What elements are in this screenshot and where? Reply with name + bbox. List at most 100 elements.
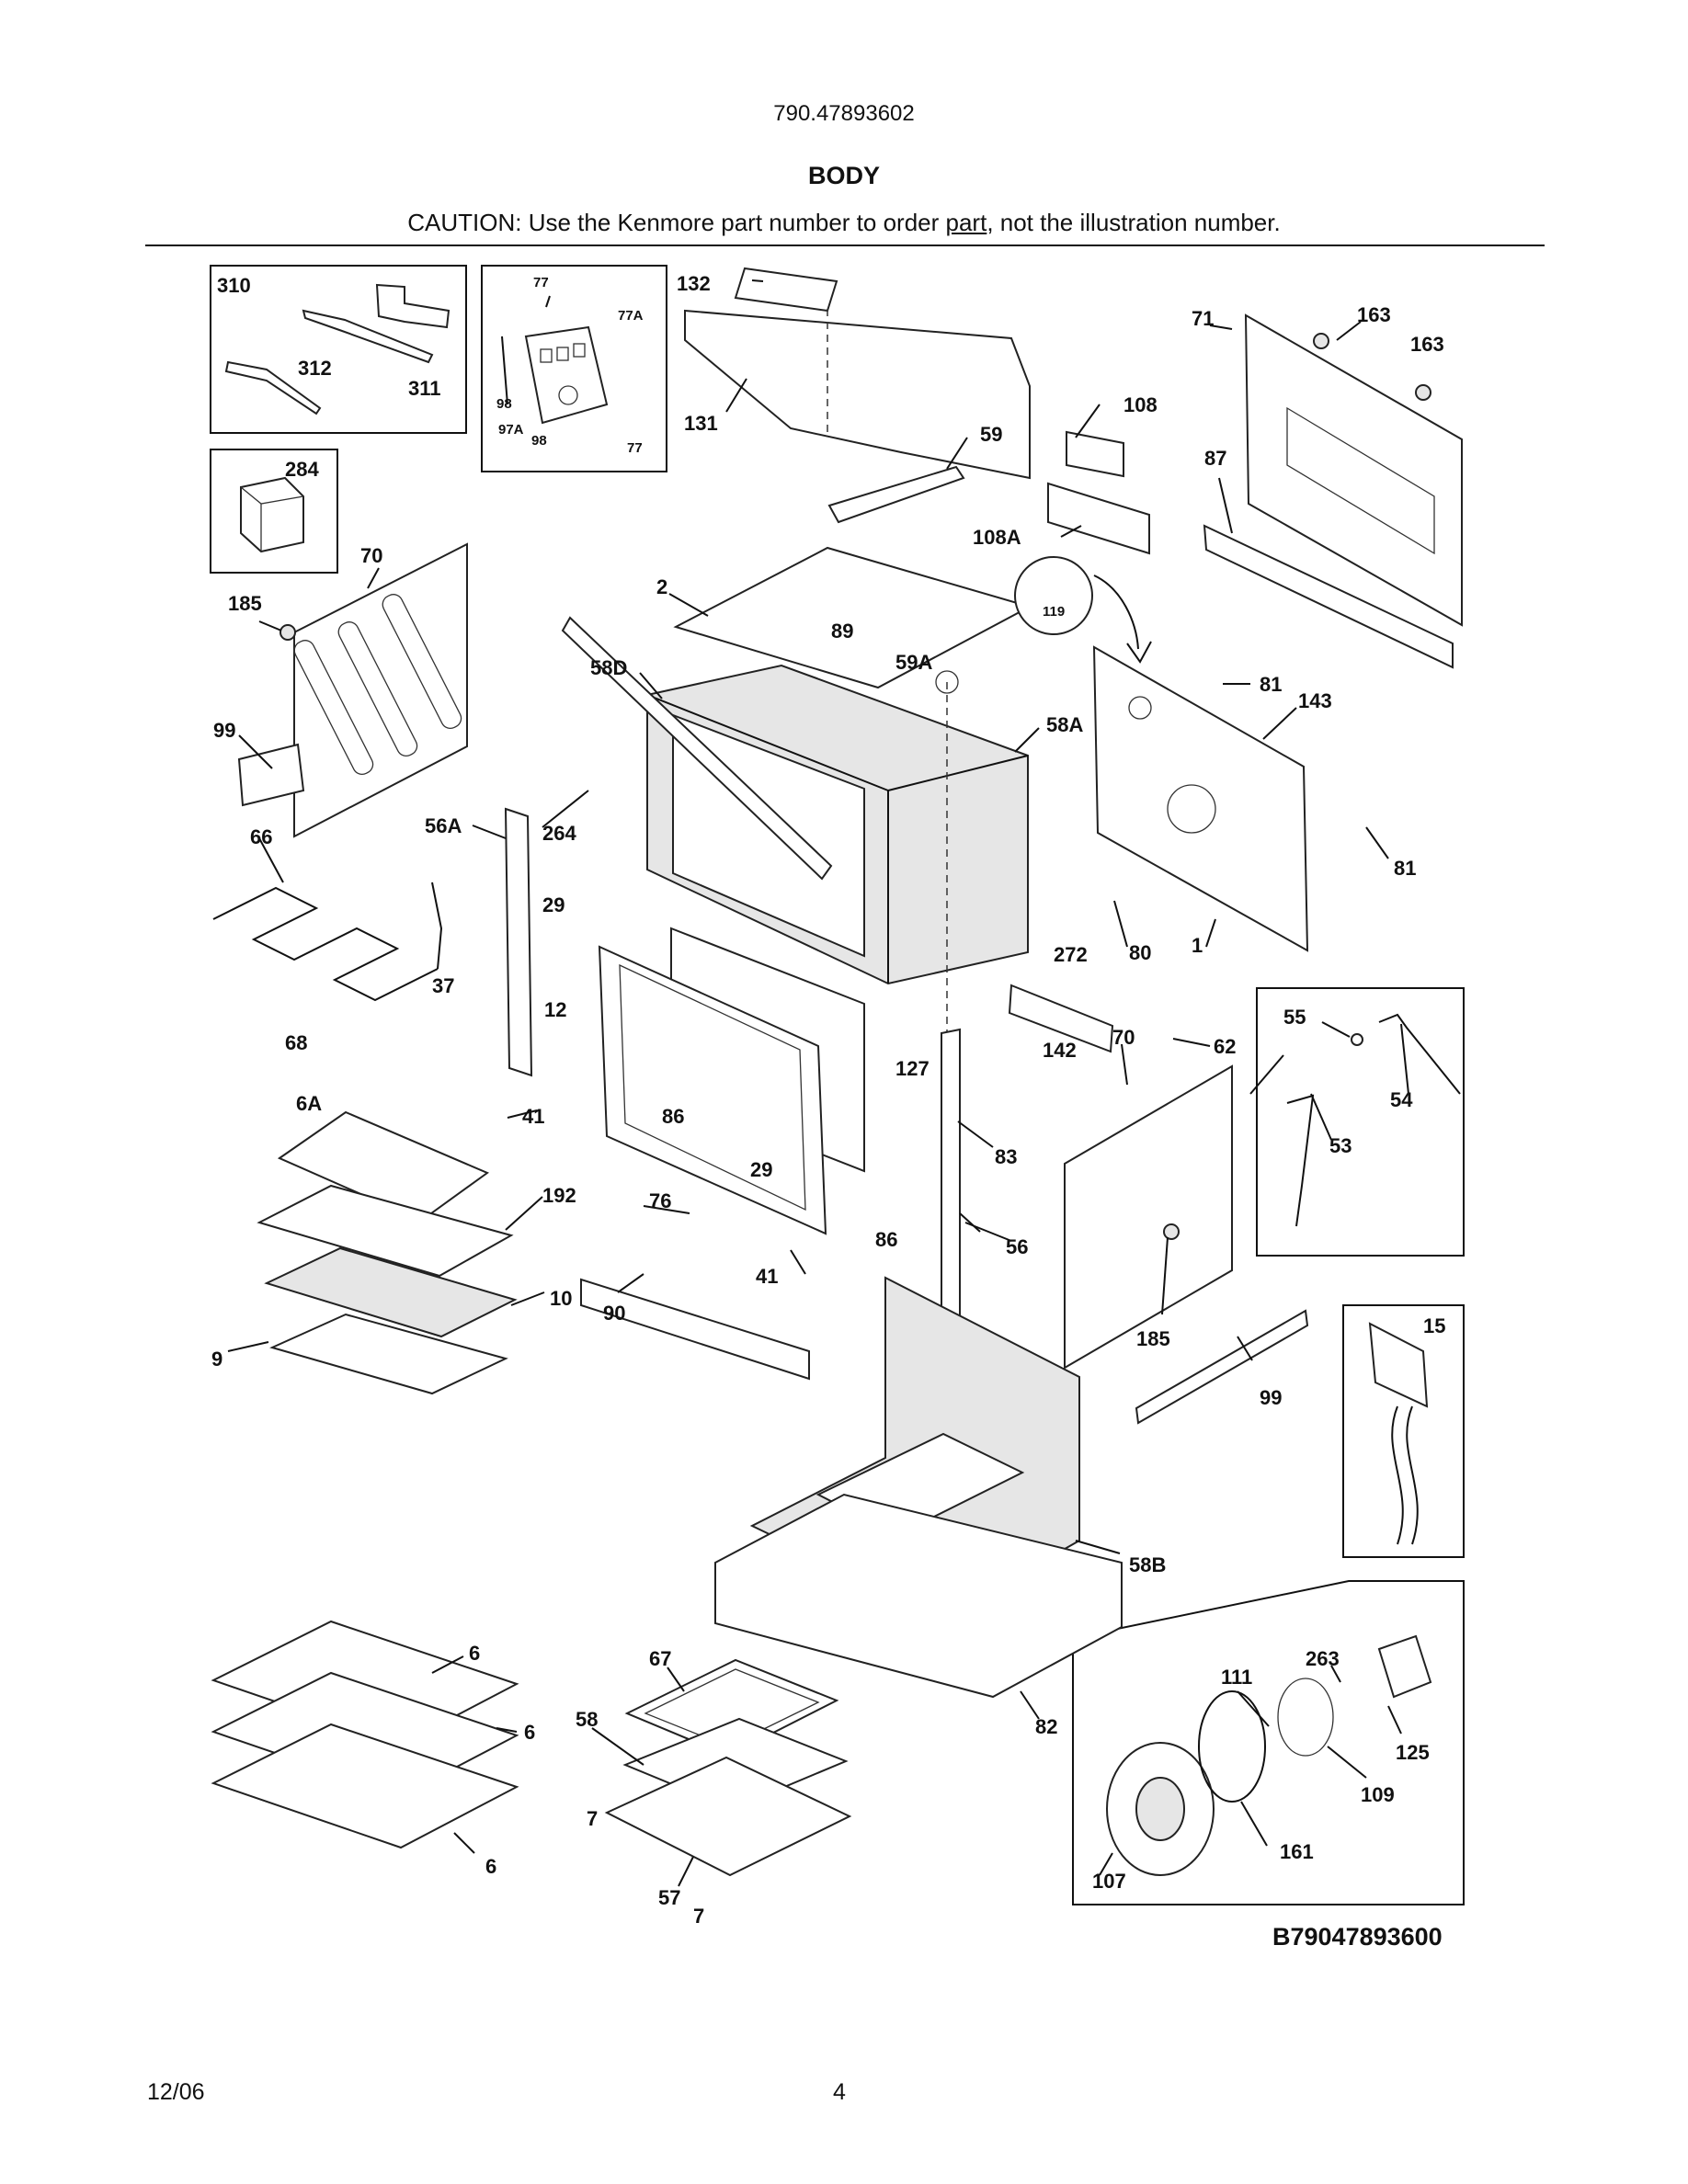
- label-77A: 77A: [618, 308, 644, 324]
- trim-264: [561, 616, 833, 881]
- page-title: BODY: [807, 162, 880, 189]
- inset-box-55: [1256, 987, 1465, 1257]
- label-56: 56: [1006, 1235, 1028, 1258]
- inset-box-fan: [1072, 1580, 1465, 1905]
- frame-76: [598, 945, 827, 1235]
- bracket-142: [1008, 984, 1114, 1053]
- label-127: 127: [895, 1057, 930, 1080]
- label-99: 99: [213, 719, 235, 742]
- duct-59: [827, 465, 965, 524]
- cover-57: [604, 1756, 852, 1877]
- label-263: 263: [1306, 1647, 1340, 1670]
- label-83: 83: [995, 1145, 1017, 1168]
- label-80: 80: [1129, 941, 1151, 964]
- label-163: 163: [1357, 303, 1391, 326]
- label-15: 15: [1423, 1314, 1445, 1337]
- label-284: 284: [285, 458, 319, 481]
- label-185b: 185: [1136, 1327, 1170, 1350]
- label-41b: 41: [756, 1265, 778, 1288]
- label-77: 77: [533, 275, 549, 290]
- label-68: 68: [285, 1031, 307, 1054]
- label-6-top: 6: [469, 1642, 480, 1665]
- part-labels: 310 312 311 77 77A 98 97A 98 77 132 131 …: [211, 272, 1445, 1951]
- label-58A: 58A: [1046, 713, 1083, 736]
- label-54: 54: [1390, 1088, 1413, 1111]
- label-56A: 56A: [425, 814, 462, 837]
- label-81b: 81: [1394, 857, 1416, 880]
- model-number: 790.47893602: [773, 101, 915, 126]
- label-98: 98: [496, 396, 512, 412]
- side-panel-70-left: [293, 542, 468, 838]
- label-29: 29: [542, 893, 565, 916]
- label-90: 90: [603, 1302, 625, 1325]
- caution-note: CAUTION: Use the Kenmore part number to …: [0, 209, 1688, 237]
- label-6-bottom: 6: [485, 1855, 496, 1878]
- label-192: 192: [542, 1184, 576, 1207]
- label-59A: 59A: [895, 651, 932, 674]
- inset-box-15: [1342, 1304, 1465, 1558]
- label-312: 312: [298, 357, 332, 380]
- label-81: 81: [1260, 673, 1282, 696]
- back-panel-1: [1092, 645, 1309, 952]
- label-163b: 163: [1410, 333, 1444, 356]
- label-70: 70: [360, 544, 382, 567]
- caution-part-word: part: [945, 209, 987, 236]
- label-82: 82: [1035, 1715, 1057, 1738]
- side-panel-70-right: [1064, 1064, 1233, 1370]
- label-109: 109: [1361, 1783, 1395, 1806]
- label-37: 37: [432, 974, 454, 997]
- label-161: 161: [1280, 1840, 1314, 1863]
- page-number: 4: [833, 2079, 846, 2105]
- label-55: 55: [1283, 1006, 1306, 1029]
- bottom-panel-82: [714, 1493, 1123, 1699]
- label-66: 66: [250, 825, 272, 848]
- label-57: 57: [658, 1886, 680, 1909]
- caution-text: CAUTION: Use the Kenmore part number to …: [407, 209, 946, 236]
- label-86b: 86: [875, 1228, 897, 1251]
- broil-pan-192: [257, 1184, 514, 1278]
- inset-box-284: [210, 449, 338, 574]
- label-10: 10: [550, 1287, 572, 1310]
- rack-6-bottom: [211, 1723, 519, 1849]
- label-125: 125: [1396, 1741, 1430, 1764]
- label-71: 71: [1192, 307, 1214, 330]
- top-plate-2: [673, 546, 1032, 689]
- rail-56A: [504, 807, 533, 1077]
- label-6A: 6A: [296, 1092, 322, 1115]
- grid-10: [264, 1246, 518, 1338]
- label-108A: 108A: [973, 526, 1021, 549]
- leader-lines: [227, 279, 1409, 1887]
- inset-box-310: [210, 265, 467, 434]
- label-7: 7: [587, 1807, 598, 1830]
- label-29b: 29: [750, 1158, 772, 1181]
- label-12: 12: [544, 998, 566, 1021]
- footer-date: 12/06: [147, 2079, 205, 2105]
- cover-132: [734, 267, 838, 313]
- label-311: 311: [408, 377, 441, 400]
- strip-90: [580, 1278, 810, 1381]
- label-76: 76: [649, 1189, 671, 1212]
- label-132: 132: [677, 272, 711, 295]
- label-6-mid: 6: [524, 1721, 535, 1744]
- label-272: 272: [1054, 943, 1088, 966]
- label-107: 107: [1092, 1870, 1126, 1893]
- label-99b: 99: [1260, 1386, 1282, 1409]
- label-67: 67: [649, 1647, 671, 1670]
- label-131: 131: [684, 412, 718, 435]
- inset-box-77: [481, 265, 667, 472]
- label-62: 62: [1214, 1035, 1236, 1058]
- label-89: 89: [831, 620, 853, 643]
- label-9: 9: [211, 1348, 222, 1371]
- label-70b: 70: [1112, 1026, 1135, 1049]
- detail-circle-119: [1014, 556, 1093, 635]
- rear-cover-71: [1244, 313, 1463, 627]
- header-rule: [145, 245, 1545, 246]
- label-185: 185: [228, 592, 262, 615]
- label-53: 53: [1329, 1134, 1352, 1157]
- label-97A: 97A: [498, 422, 524, 438]
- pan-9: [269, 1313, 508, 1395]
- label-7b: 7: [693, 1905, 704, 1928]
- label-41: 41: [522, 1105, 544, 1128]
- diagram-code: B79047893600: [1272, 1923, 1443, 1951]
- label-59: 59: [980, 423, 1002, 446]
